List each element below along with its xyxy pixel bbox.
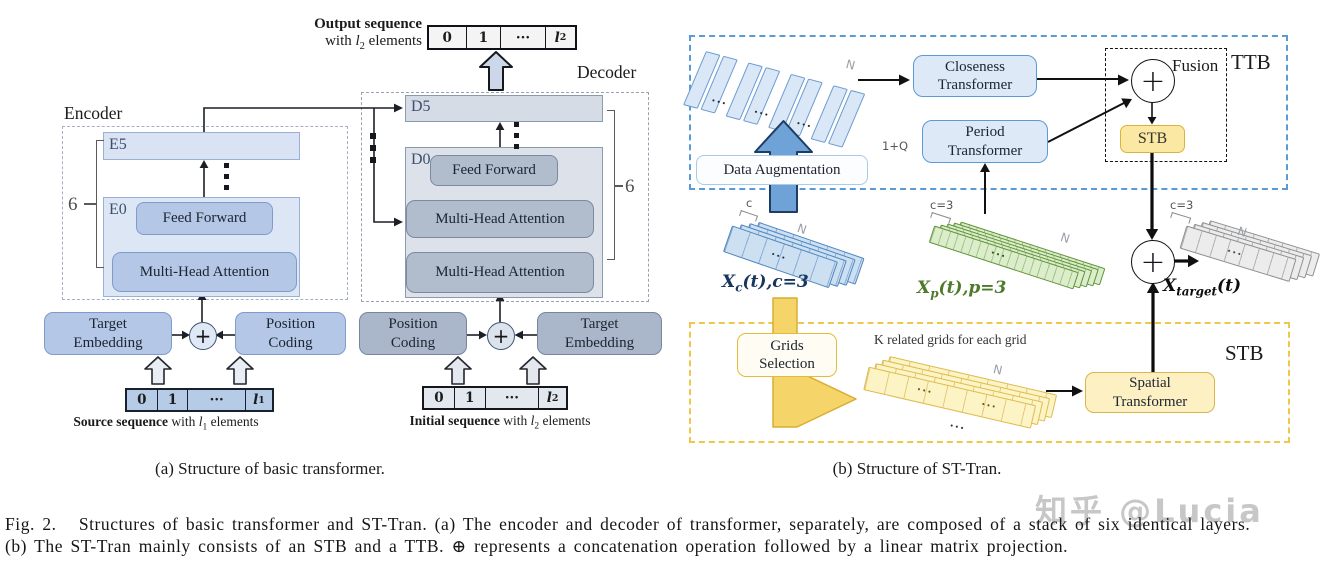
encoder-label: Encoder [64,103,123,123]
encoder-six-label: 6 [68,194,78,215]
up-arrow-icon [144,356,172,385]
vertical-ellipsis-icon [514,122,519,149]
grids-selection-box: Grids Selection [737,333,837,377]
decoder-dashed-frame [361,92,649,302]
d5-label: D5 [411,98,431,115]
decoder-label: Decoder [577,62,637,82]
bracket-tick [84,203,96,205]
ttb-label: TTB [1231,50,1271,74]
caption-a: (a) Structure of basic transformer. [155,459,385,478]
sequence-cell: 0 [429,27,467,48]
sequence-cell: ··· [501,27,546,48]
xc-label: Xc(t),c=3 [722,272,809,295]
stb-dashed-frame [689,322,1290,443]
stb-label: STB [1225,341,1264,365]
fusion-dashed-frame [1105,48,1227,162]
decoder-six-label: 6 [625,176,635,197]
period-transformer-box: Period Transformer [922,120,1048,163]
c3-dimension-label: c=3 [1170,198,1194,212]
encoder-position-coding-box: Position Coding [235,312,346,355]
up-arrow-icon [444,356,472,385]
decoder-mha-box-1: Multi-Head Attention [406,200,594,238]
closeness-transformer-box: Closeness Transformer [913,55,1037,97]
sequence-cell: ··· [486,388,540,408]
watermark: 知乎 @Lucia [1035,492,1264,530]
d0-label: D0 [411,151,431,168]
fusion-plus-icon: + [1131,59,1175,103]
figure-caption-line2: (b) The ST-Tran mainly consists of an ST… [5,536,1069,556]
fusion-label: Fusion [1172,56,1219,75]
sequence-cell: 1 [455,388,486,408]
sum-plus-icon: + [1131,240,1175,284]
e0-label: E0 [109,201,127,218]
xp-label: Xp(t),p=3 [917,278,1007,301]
decoder-concat-plus-icon: + [487,322,515,350]
ttb-dashed-frame [689,35,1288,190]
vertical-ellipsis-icon [224,163,229,190]
spatial-transformer-box: Spatial Transformer [1085,372,1215,413]
encoder-e5-box [103,132,300,160]
encoder-stack-bracket [96,140,104,268]
decoder-feed-forward-box: Feed Forward [430,155,558,186]
one-plus-q-label: 1+Q [882,139,909,153]
vertical-ellipsis-icon [370,133,376,163]
encoder-mha-box: Multi-Head Attention [112,252,297,292]
k-related-grids-label: K related grids for each grid [874,332,1027,347]
caption-b: (b) Structure of ST-Tran. [832,459,1002,478]
source-sequence-label: Source sequence with l1 elements [73,414,259,433]
stb-small-box: STB [1120,125,1185,153]
encoder-feed-forward-box: Feed Forward [136,202,273,235]
sequence-cell: ··· [188,390,246,410]
sequence-cell: 1 [158,390,189,410]
data-augmentation-box: Data Augmentation [696,155,868,185]
encoder-target-embedding-box: Target Embedding [44,312,172,355]
sequence-cell: 0 [424,388,455,408]
up-arrow-icon [519,356,547,385]
decoder-mha-box-2: Multi-Head Attention [406,252,594,293]
sequence-cell: 0 [127,390,158,410]
decoder-position-coding-box: Position Coding [359,312,467,355]
c3-dimension-label: c=3 [930,198,954,212]
up-arrow-icon [226,356,254,385]
figure-caption-line1: Fig. 2. Structures of basic transformer … [5,514,1251,534]
output-sequence-label: Output sequence with l2 elements [314,16,422,52]
decoder-target-embedding-box: Target Embedding [537,312,662,355]
e5-label: E5 [109,136,127,153]
decoder-d5-box [405,95,603,122]
initial-sequence-label: Initial sequence with l2 elements [409,413,591,432]
c-dimension-label: c [746,196,753,210]
bracket-tick [614,185,623,187]
grids-selection-arrow [772,297,857,428]
sequence-cell: 1 [467,27,502,48]
xtarget-label: Xtarget(t) [1163,276,1241,299]
encoder-concat-plus-icon: + [189,322,217,350]
up-arrow-icon [479,51,513,91]
